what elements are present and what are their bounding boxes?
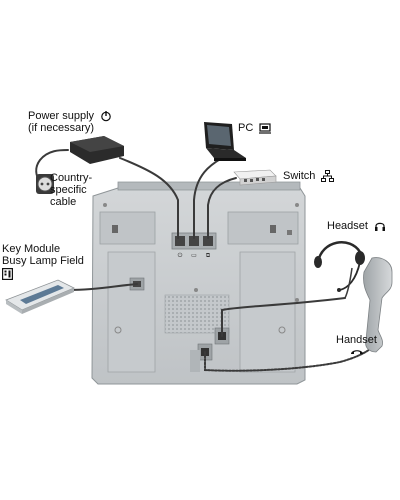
handset-icon [351, 350, 363, 354]
country-cable-label: Country- specific cable [50, 172, 92, 208]
svg-text:⧉: ⧉ [206, 252, 211, 259]
headset-icon [375, 222, 386, 232]
power-supply-unit [36, 136, 124, 194]
key-module-label-line2: Busy Lamp Field [2, 255, 84, 267]
svg-text:▭: ▭ [191, 252, 197, 259]
phone-base: ⏻ ▭ ⧉ [91, 181, 306, 385]
switch-label: Switch [283, 170, 335, 183]
key-module-icon [2, 268, 13, 280]
switch-cable [207, 177, 237, 239]
power-icon [101, 111, 111, 122]
headset-cable [221, 297, 346, 337]
pc-label: PC [238, 122, 272, 134]
handset-device [363, 257, 393, 353]
handset-label-text: Handset [336, 334, 377, 346]
network-switch-icon [321, 170, 335, 183]
headset-device [314, 241, 365, 299]
country-cable-label-line2: specific [50, 184, 87, 196]
key-module-label-line1: Key Module [2, 243, 61, 255]
headset-label: Headset [327, 220, 386, 232]
power-cable [119, 157, 179, 239]
headset-label-text: Headset [327, 220, 368, 232]
power-supply-label-line2: (if necessary) [28, 122, 95, 135]
country-cable-label-line3: cable [50, 196, 77, 208]
key-module-device [5, 279, 75, 314]
key-module-label: Key Module Busy Lamp Field [2, 243, 84, 280]
handset-cord [204, 344, 376, 372]
pc-laptop [204, 122, 246, 161]
network-switch [233, 169, 277, 186]
power-supply-label-line1: Power supply [28, 110, 95, 122]
key-module-cable [69, 283, 138, 291]
pc-icon [259, 122, 272, 134]
country-cable-label-line1: Country- [50, 172, 93, 184]
handset-label: Handset [336, 334, 377, 356]
switch-label-text: Switch [283, 170, 316, 182]
power-supply-label: Power supply (if necessary) [28, 110, 112, 134]
pc-label-text: PC [238, 122, 254, 134]
svg-text:⏻: ⏻ [178, 252, 183, 259]
